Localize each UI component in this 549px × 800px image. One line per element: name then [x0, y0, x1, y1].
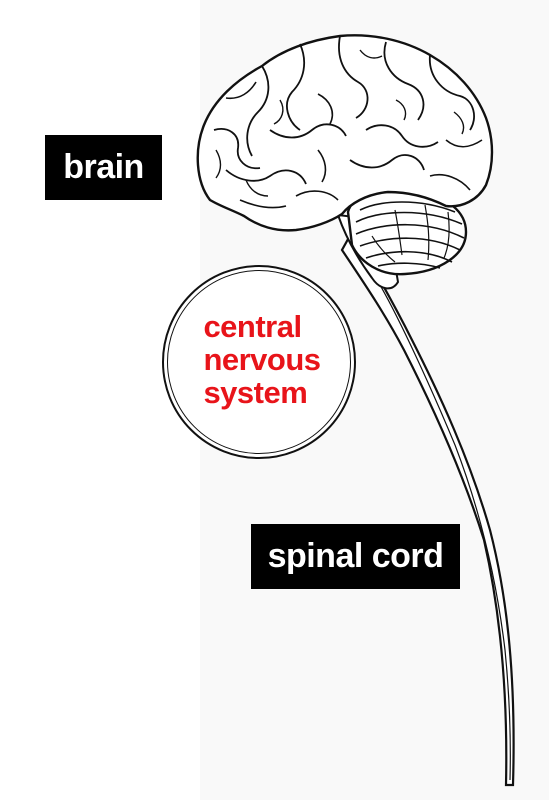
brain-label-text: brain	[63, 148, 144, 186]
spinal-cord-label-text: spinal cord	[267, 537, 444, 575]
cns-line-1: central	[203, 308, 302, 344]
central-nervous-system-label: central nervous system	[203, 308, 321, 410]
cns-line-3: system	[203, 374, 308, 410]
spinal-cord-illustration	[340, 229, 515, 787]
circle-inner-ring	[167, 270, 351, 454]
central-nervous-system-circle: central nervous system	[162, 265, 356, 459]
brain-label: brain	[45, 135, 162, 200]
background-left	[0, 0, 200, 800]
brain-illustration	[196, 34, 494, 232]
cns-line-2: nervous	[203, 341, 321, 377]
spinal-cord-label: spinal cord	[251, 524, 460, 589]
